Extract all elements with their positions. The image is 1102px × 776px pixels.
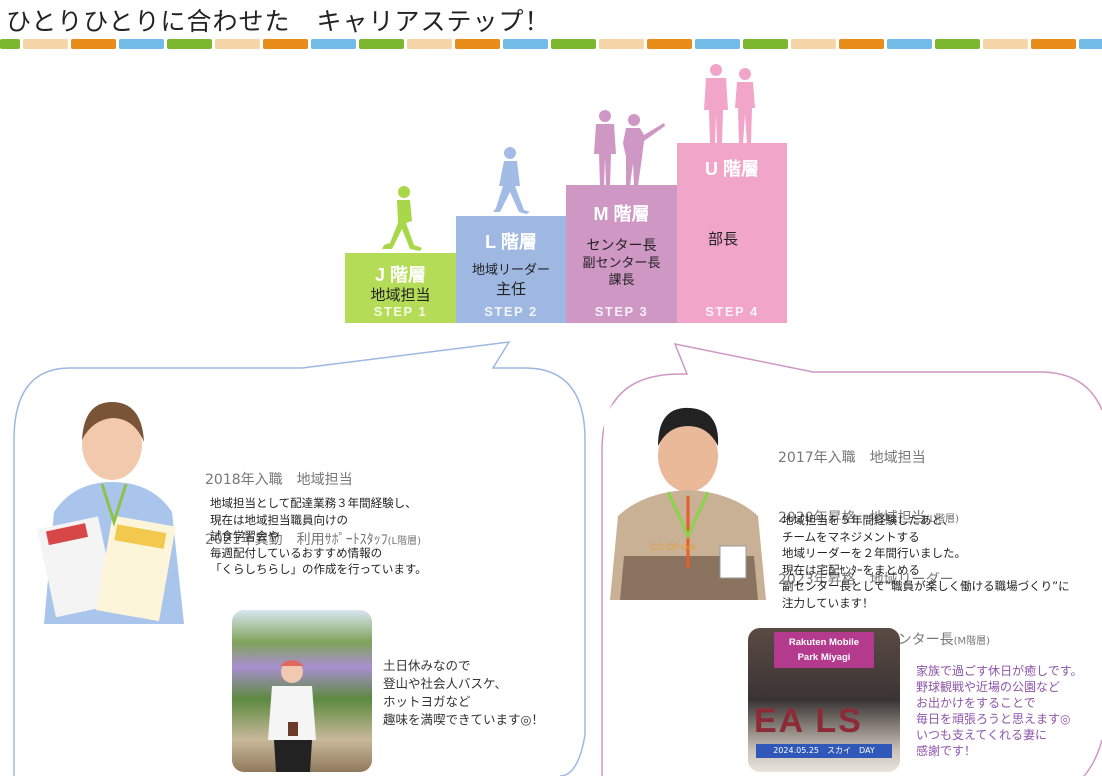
stripe-segment <box>119 39 164 49</box>
step-role: センター長 <box>586 238 657 254</box>
executive-woman-icon <box>735 68 755 144</box>
step-role: 地域担当 <box>370 286 431 304</box>
stripe-segment <box>359 39 404 49</box>
stripe-segment <box>1079 39 1102 49</box>
history-row: 2017年入職 地域担当 <box>778 450 926 466</box>
pointing-woman-icon <box>623 114 665 186</box>
walking-woman-icon <box>493 147 530 214</box>
stripe-segment <box>23 39 68 49</box>
step-number: STEP 3 <box>594 304 649 319</box>
history-row: 2023年昇格 地域リーダー <box>778 572 954 588</box>
svg-text:CO-OP deli: CO-OP deli <box>650 542 696 552</box>
stripe-segment <box>983 39 1028 49</box>
stripe-segment <box>407 39 452 49</box>
step-role: 部長 <box>707 230 738 248</box>
eagles-letters: EA LS <box>754 702 863 740</box>
step-level: J 階層 <box>374 265 426 285</box>
page-title: ひとりひとりに合わせた キャリアステップ！ <box>6 7 551 36</box>
stripe-segment <box>215 39 260 49</box>
stripe-segment <box>167 39 212 49</box>
step-role: 地域リーダー <box>471 263 550 278</box>
stripe-segment <box>887 39 932 49</box>
step-role: 課長 <box>608 273 635 288</box>
step-u: U 階層 部長 STEP 4 <box>677 143 787 323</box>
step-number: STEP 1 <box>373 304 428 319</box>
staff-photo-woman <box>34 392 194 624</box>
executive-man-icon <box>704 64 728 144</box>
step-level: M 階層 <box>593 204 650 224</box>
step-level: L 階層 <box>485 232 537 252</box>
staff-photo-man: CO-OP deli <box>604 396 774 600</box>
stripe-segment <box>599 39 644 49</box>
stadium-photo: Rakuten Mobile Park Miyagi EA LS 2024.05… <box>748 628 900 772</box>
event-banner: 2024.05.25 スカイ DAY <box>756 744 892 758</box>
stripe-segment <box>1031 39 1076 49</box>
stripe-segment <box>0 39 20 49</box>
history-row: 2018年入職 地域担当 <box>205 472 353 488</box>
decorative-stripe <box>0 39 1102 51</box>
career-history-left: 2018年入職 地域担当 2021年異動 利用ｻﾎﾟｰﾄｽﾀｯﾌ(L階層) <box>205 430 421 592</box>
description-right: 地域担当を５年間経験したあと、 チームをマネジメントする 地域リーダーを２年間行… <box>782 513 1070 610</box>
stripe-segment <box>71 39 116 49</box>
step-number: STEP 4 <box>705 304 759 319</box>
walking-person-icon <box>382 186 422 251</box>
step-m: M 階層 センター長 副センター長 課長 STEP 3 <box>566 185 677 323</box>
stripe-segment <box>647 39 692 49</box>
stripe-segment <box>791 39 836 49</box>
step-l: L 階層 地域リーダー 主任 STEP 2 <box>456 216 566 323</box>
stripe-segment <box>263 39 308 49</box>
step-level: U 階層 <box>705 159 759 179</box>
hiking-photo <box>232 610 372 772</box>
history-row: 2021年異動 利用ｻﾎﾟｰﾄｽﾀｯﾌ(L階層) <box>205 532 422 548</box>
hobby-text-right: 家族で過ごす休日が癒しです。 野球観戦や近場の公園など お出かけをすることで 毎… <box>916 664 1083 758</box>
hobby-text-left: 土日休みなので 登山や社会人バスケ、 ホットヨガなど 趣味を満喫できています◎！ <box>383 658 544 727</box>
businessman-icon <box>594 110 616 186</box>
stripe-segment <box>935 39 980 49</box>
stripe-segment <box>311 39 356 49</box>
history-row: 2020年昇格 地域担当(L階層) <box>778 510 960 526</box>
stripe-segment <box>695 39 740 49</box>
step-j: J 階層 地域担当 STEP 1 <box>345 253 456 323</box>
stripe-segment <box>455 39 500 49</box>
step-role: 副センター長 <box>582 256 661 271</box>
stadium-sign: Rakuten Mobile Park Miyagi <box>774 632 874 668</box>
step-role: 主任 <box>495 280 526 298</box>
description-left: 地域担当として配達業務３年間経験し、 現在は地域担当職員向けの 試食学習会や 毎… <box>210 496 427 576</box>
step-number: STEP 2 <box>484 304 538 319</box>
stripe-segment <box>743 39 788 49</box>
stripe-segment <box>551 39 596 49</box>
stripe-segment <box>503 39 548 49</box>
stripe-segment <box>839 39 884 49</box>
